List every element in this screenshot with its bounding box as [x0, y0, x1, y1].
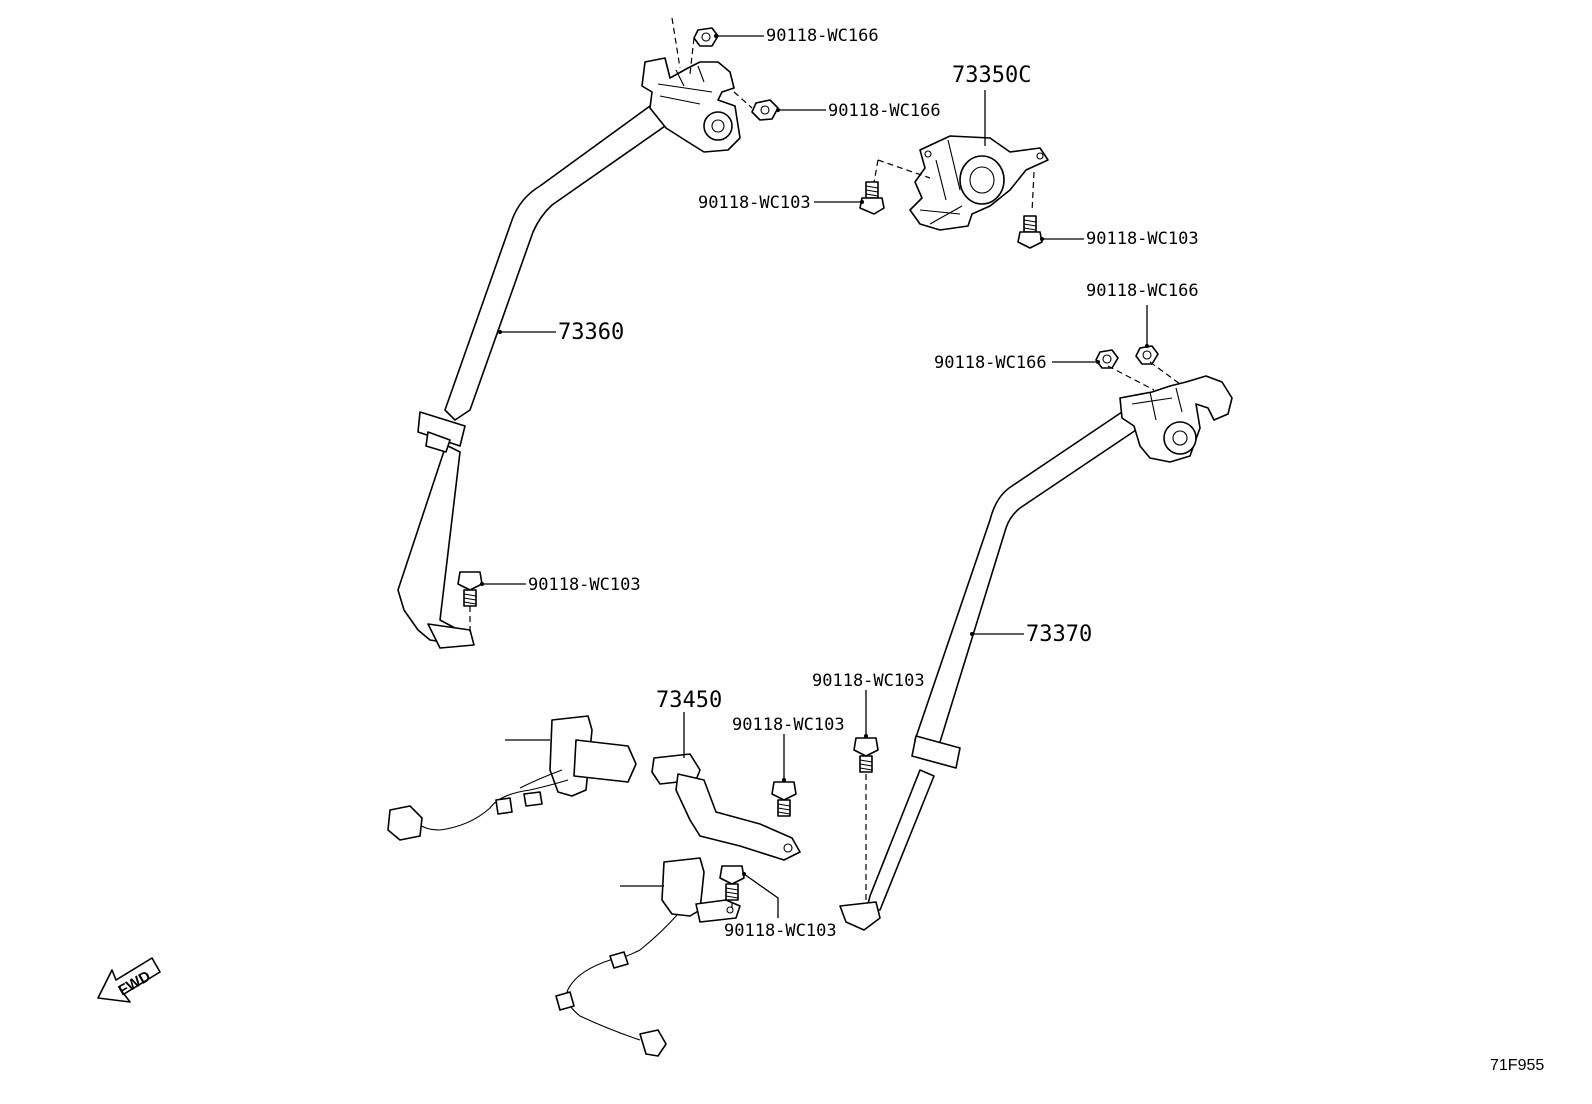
bolt-left-lower-icon — [457, 571, 483, 607]
bolt-retractor-right-icon — [1017, 215, 1043, 249]
left-seat-belt-assembly — [397, 57, 741, 649]
label-bolt-buckle: 90118-WC103 — [732, 715, 845, 735]
label-bolt-right-lower: 90118-WC103 — [812, 671, 925, 691]
bolt-bottom-icon — [719, 865, 745, 901]
leader-lines — [480, 34, 1149, 918]
label-bolt-retractor-right: 90118-WC103 — [1086, 229, 1199, 249]
label-bolt-left-lower: 90118-WC103 — [528, 575, 641, 595]
nut-right-mid-icon — [1095, 349, 1119, 369]
nut-top-2-icon — [751, 99, 779, 121]
buckle-harness-upper — [387, 715, 637, 841]
label-bolt-bottom: 90118-WC103 — [724, 921, 837, 941]
label-nut-upper-2: 90118-WC166 — [828, 101, 941, 121]
retractor-assembly — [909, 135, 1049, 231]
bolt-right-lower-icon — [853, 737, 879, 773]
figure-code: 71F955 — [1490, 1057, 1544, 1074]
buckle-assembly — [651, 753, 801, 861]
bolt-retractor-left-icon — [859, 181, 885, 215]
label-belt-right: 73370 — [1026, 622, 1092, 647]
label-retractor: 73350C — [952, 63, 1031, 88]
nut-right-top-icon — [1135, 345, 1159, 365]
label-nut-right-mid: 90118-WC166 — [934, 353, 1047, 373]
label-buckle: 73450 — [656, 688, 722, 713]
label-bolt-retractor-left: 90118-WC103 — [698, 193, 811, 213]
label-nut-upper-1: 90118-WC166 — [766, 26, 879, 46]
buckle-harness-lower — [555, 857, 741, 1057]
label-nut-right-top: 90118-WC166 — [1086, 281, 1199, 301]
label-belt-left: 73360 — [558, 320, 624, 345]
bolt-buckle-icon — [771, 781, 797, 817]
right-seat-belt-assembly — [839, 375, 1233, 931]
fwd-arrow-icon: FWD — [97, 957, 161, 1003]
